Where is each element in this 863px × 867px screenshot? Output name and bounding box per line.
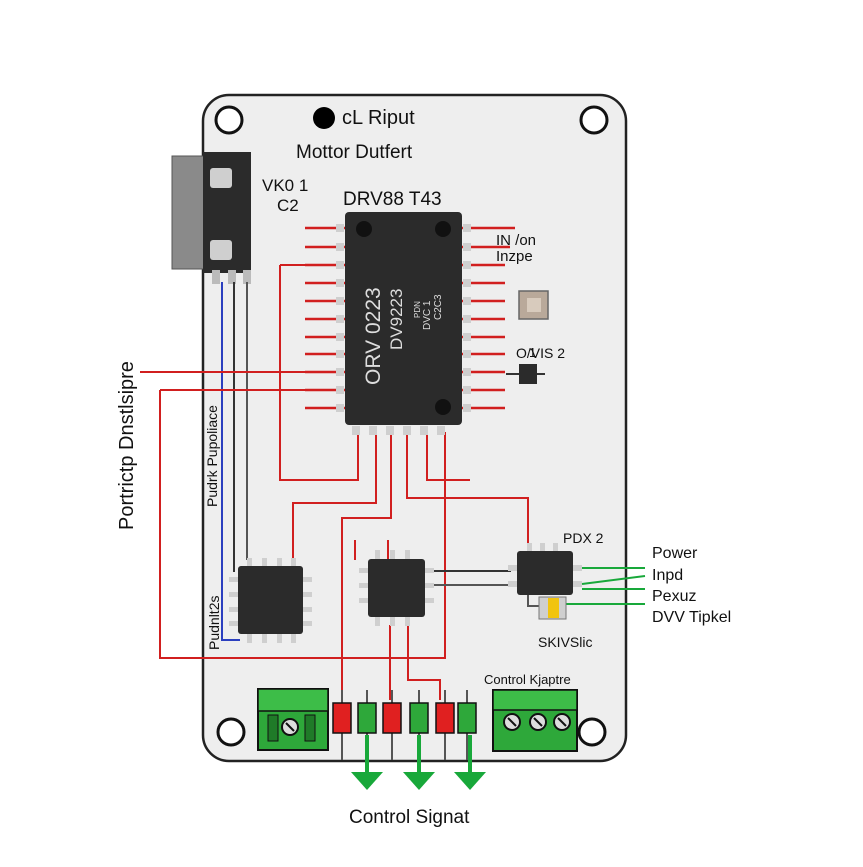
inner-left-label-2: Pudnlt2s (206, 596, 222, 650)
main-chip-marking-1: ORV 0223 (362, 287, 385, 385)
status-dot-icon (313, 107, 335, 129)
connector-label-1: VK0 1 (262, 176, 308, 195)
output-label-3: Pexuz (652, 588, 696, 605)
board-subtitle: Mottor Dutfert (296, 142, 413, 163)
main-chip-notch-top-right (435, 221, 451, 237)
side-connector-housing (171, 155, 208, 270)
signal-arrows (351, 735, 486, 790)
terminal-label: Control Kjaptre (484, 672, 571, 687)
mounting-hole-bottom-right (577, 717, 607, 747)
terminal-block-left-top (257, 688, 329, 712)
mounting-hole-bottom-left (216, 717, 246, 747)
main-chip-marking-3: PDN (413, 301, 422, 318)
led-lead (527, 595, 540, 607)
middle-chip-pins (359, 550, 434, 626)
connector-label-2: C2 (277, 196, 299, 215)
resistor-green-1 (357, 702, 377, 734)
transistor (519, 364, 537, 384)
terminal-block-right-top (492, 689, 578, 711)
component-label-2: 1 (529, 345, 536, 360)
side-connector-pin-1 (210, 168, 232, 188)
main-chip-marking-4: DVC 1 (422, 300, 433, 330)
arrow-down-icon-2 (403, 772, 435, 790)
side-connector-leg-1 (212, 270, 220, 284)
main-chip-marking-2: DV9223 (387, 289, 406, 350)
resistor-green-3 (457, 702, 477, 734)
terminal-slot-1 (267, 714, 279, 742)
inner-left-label-1: Pudrk Pupoliace (204, 405, 220, 507)
component-label: O/VIS 2 (516, 345, 565, 361)
blue-trace-1 (221, 282, 240, 641)
io-label-2: Inzpe (496, 248, 533, 265)
driver-chip (517, 551, 573, 595)
main-chip-pads (336, 224, 471, 435)
lower-left-chip-pins (229, 558, 312, 643)
arrow-down-icon-3 (454, 772, 486, 790)
resistor-red-3 (435, 702, 455, 734)
middle-chip (368, 559, 425, 617)
main-chip-marking-5: C2C3 (433, 294, 444, 320)
side-connector-leg-2 (228, 270, 236, 284)
main-chip-part-number: DRV88 T43 (343, 189, 442, 210)
resistor-green-2 (409, 702, 429, 734)
side-connector-pin-2 (210, 240, 232, 260)
terminal-slot-2 (304, 714, 316, 742)
resistor-red-2 (382, 702, 402, 734)
output-label-1: Power (652, 545, 698, 562)
mounting-hole-top-left (214, 105, 244, 135)
io-label-1: IN /on (496, 232, 536, 249)
main-chip (345, 212, 462, 425)
lower-left-chip (238, 566, 303, 634)
output-label-2: Inpd (652, 567, 683, 584)
driver-label: PDX 2 (563, 530, 604, 546)
side-connector-leg-3 (243, 270, 251, 284)
driver-chip-pins (508, 543, 582, 587)
led-label: SKIVSlic (538, 634, 592, 650)
green-output-traces (566, 567, 646, 605)
status-led-body (548, 598, 559, 618)
bottom-label: Control Signat (349, 807, 470, 828)
output-label-4: DVV Tipkel (652, 609, 731, 626)
top-label: cL Riput (342, 107, 415, 129)
outer-left-label: Portrictp Dnstlsipre (116, 361, 138, 530)
main-chip-notch-bottom-right (435, 399, 451, 415)
small-gray-component-inner (527, 298, 541, 312)
arrow-down-icon-1 (351, 772, 383, 790)
mounting-hole-top-right (579, 105, 609, 135)
resistor-red-1 (332, 702, 352, 734)
main-chip-notch-top-left (356, 221, 372, 237)
